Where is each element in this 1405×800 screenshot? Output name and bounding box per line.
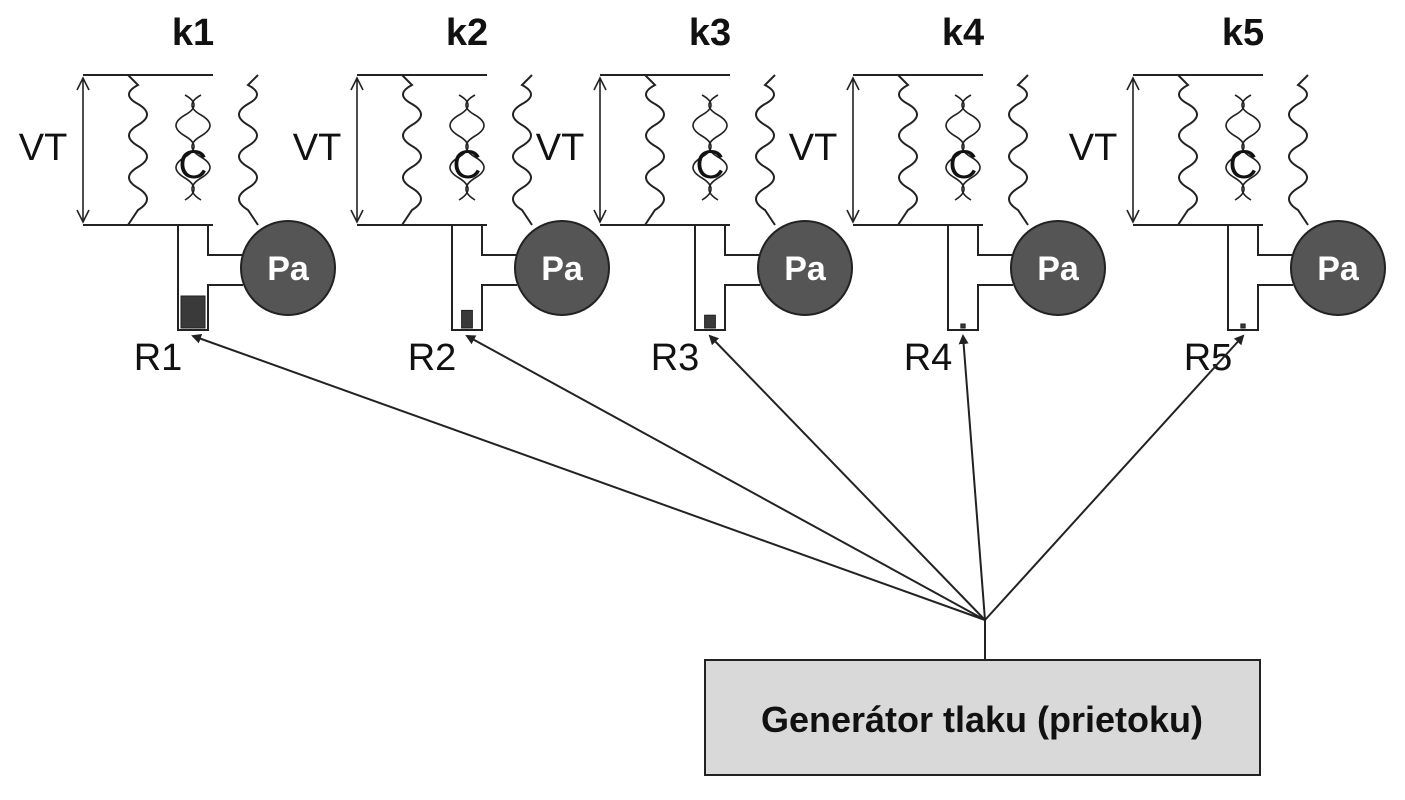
bellows-inner-left xyxy=(945,94,965,201)
vt-arrow-bottom xyxy=(593,209,607,224)
vt-arrow-top xyxy=(76,76,90,91)
flow-arrow-5 xyxy=(984,334,1245,621)
pa-label: Pa xyxy=(541,250,584,288)
vt-label: VT xyxy=(19,127,68,169)
resistor-block xyxy=(704,314,716,329)
generator-label: Generátor tlaku (prietoku) xyxy=(761,699,1203,740)
vt-arrow-top xyxy=(593,76,607,91)
bellows-left-wall xyxy=(1177,74,1198,226)
flow-arrow-3 xyxy=(708,334,986,621)
unit-label: k3 xyxy=(689,12,731,54)
compliance-label: C xyxy=(696,143,725,187)
bellows-inner-left xyxy=(692,94,712,201)
bellows-right-wall xyxy=(238,74,259,226)
pa-circle xyxy=(1010,220,1106,316)
bellows-inner-left xyxy=(175,94,195,201)
bellows-right-wall xyxy=(1288,74,1309,226)
bellows-right-wall xyxy=(512,74,533,226)
airway-tube xyxy=(947,225,1013,331)
vt-arrow-bottom xyxy=(846,209,860,224)
unit-label: k4 xyxy=(942,12,984,54)
bellows-right-wall xyxy=(755,74,776,226)
bellows-left-wall xyxy=(644,74,665,226)
resistance-label: R2 xyxy=(408,337,457,379)
resistor-block xyxy=(1240,323,1246,329)
flow-arrow-2 xyxy=(465,335,986,621)
pa-label: Pa xyxy=(1317,250,1360,288)
bellows-left-wall xyxy=(401,74,422,226)
flow-arrow-1 xyxy=(191,333,986,621)
resistance-label: R3 xyxy=(651,337,700,379)
vt-label: VT xyxy=(789,127,838,169)
airway-tube xyxy=(177,225,243,331)
bellows-inner-right xyxy=(465,94,485,201)
pa-label: Pa xyxy=(1037,250,1080,288)
generator-box xyxy=(704,659,1261,776)
pa-label: Pa xyxy=(784,250,827,288)
bellows-inner-right xyxy=(191,94,211,201)
vt-arrow-bottom xyxy=(1126,209,1140,224)
resistor-block xyxy=(461,309,473,329)
bellows-left-wall xyxy=(127,74,148,226)
resistor-block xyxy=(180,295,206,329)
resistance-label: R5 xyxy=(1184,337,1233,379)
pa-circle xyxy=(757,220,853,316)
pa-circle xyxy=(240,220,336,316)
vt-label: VT xyxy=(293,127,342,169)
vt-label: VT xyxy=(536,127,585,169)
bellows-left-wall xyxy=(897,74,918,226)
pa-circle xyxy=(514,220,610,316)
vt-arrow-bottom xyxy=(76,209,90,224)
vt-arrow-top xyxy=(846,76,860,91)
compliance-label: C xyxy=(179,143,208,187)
airway-tube xyxy=(1227,225,1293,331)
bellows-inner-right xyxy=(1241,94,1261,201)
resistance-label: R1 xyxy=(134,337,183,379)
vt-arrow-bottom xyxy=(350,209,364,224)
unit-label: k5 xyxy=(1222,12,1264,54)
bellows-right-wall xyxy=(1008,74,1029,226)
airway-tube xyxy=(451,225,517,331)
pa-label: Pa xyxy=(267,250,310,288)
pressure-generator: Generátor tlaku (prietoku) xyxy=(704,620,1261,776)
vt-arrow-top xyxy=(350,76,364,91)
resistor-block xyxy=(960,323,966,329)
vt-label: VT xyxy=(1069,127,1118,169)
unit-label: k2 xyxy=(446,12,488,54)
resistance-label: R4 xyxy=(904,337,953,379)
airway-tube xyxy=(694,225,760,331)
bellows-inner-right xyxy=(961,94,981,201)
bellows-inner-right xyxy=(708,94,728,201)
bellows-inner-left xyxy=(449,94,469,201)
vt-arrow-top xyxy=(1126,76,1140,91)
unit-label: k1 xyxy=(172,12,214,54)
compliance-label: C xyxy=(1229,143,1258,187)
pa-circle xyxy=(1290,220,1386,316)
compliance-label: C xyxy=(453,143,482,187)
bellows-inner-left xyxy=(1225,94,1245,201)
flow-arrow-4 xyxy=(958,334,986,621)
compliance-label: C xyxy=(949,143,978,187)
